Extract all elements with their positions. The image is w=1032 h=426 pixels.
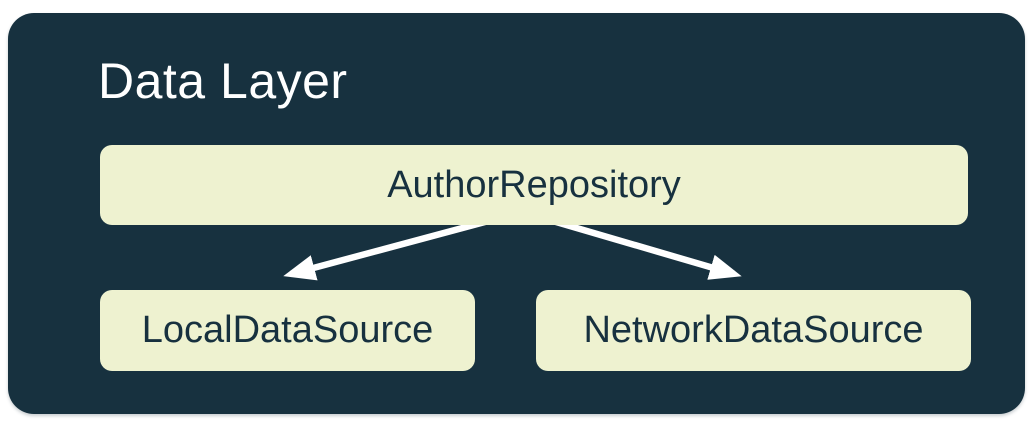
node-author-repository: AuthorRepository — [100, 145, 968, 225]
node-network-data-source-label: NetworkDataSource — [583, 309, 924, 351]
diagram-title: Data Layer — [98, 53, 348, 109]
data-layer-container: Data Layer AuthorRepository LocalDataSou… — [8, 13, 1025, 414]
node-local-data-source: LocalDataSource — [100, 290, 475, 371]
node-author-repository-label: AuthorRepository — [387, 163, 681, 206]
node-network-data-source: NetworkDataSource — [536, 290, 971, 371]
node-local-data-source-label: LocalDataSource — [141, 309, 434, 351]
